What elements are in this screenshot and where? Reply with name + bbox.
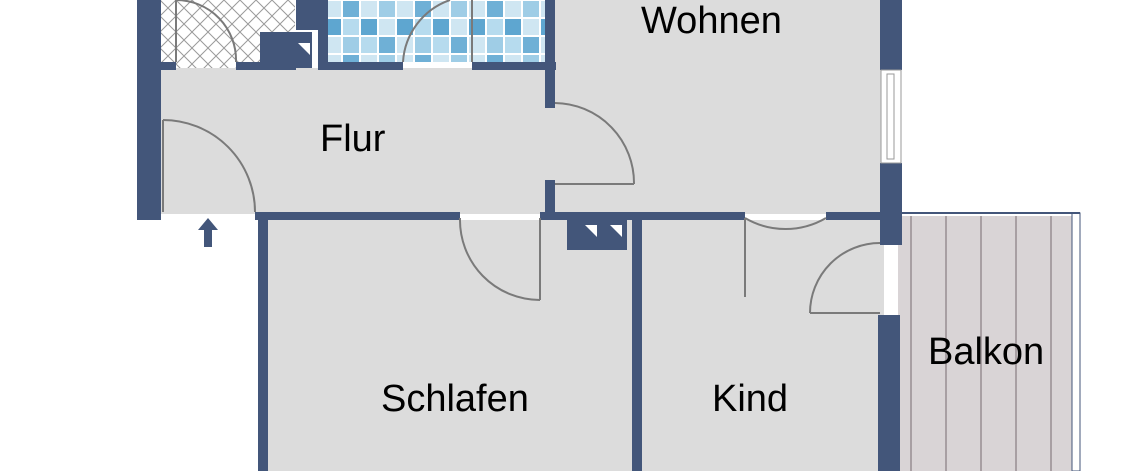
room-label-wohnen: Wohnen — [641, 0, 782, 42]
room-schlafen-floor — [266, 220, 636, 471]
room-label-kind: Kind — [712, 378, 789, 420]
window — [880, 69, 902, 164]
entrance-arrow-icon — [198, 218, 218, 247]
room-label-schlafen: Schlafen — [381, 378, 529, 420]
room-label-balkon: Balkon — [928, 331, 1045, 373]
room-balkon-floor — [898, 216, 1076, 471]
room-label-flur: Flur — [320, 118, 386, 160]
walls — [137, 0, 902, 471]
room-bad-floor — [327, 0, 545, 62]
room-wohnen-floor — [552, 0, 884, 214]
room-kind-floor — [640, 220, 884, 471]
room-flur-floor — [160, 68, 552, 214]
